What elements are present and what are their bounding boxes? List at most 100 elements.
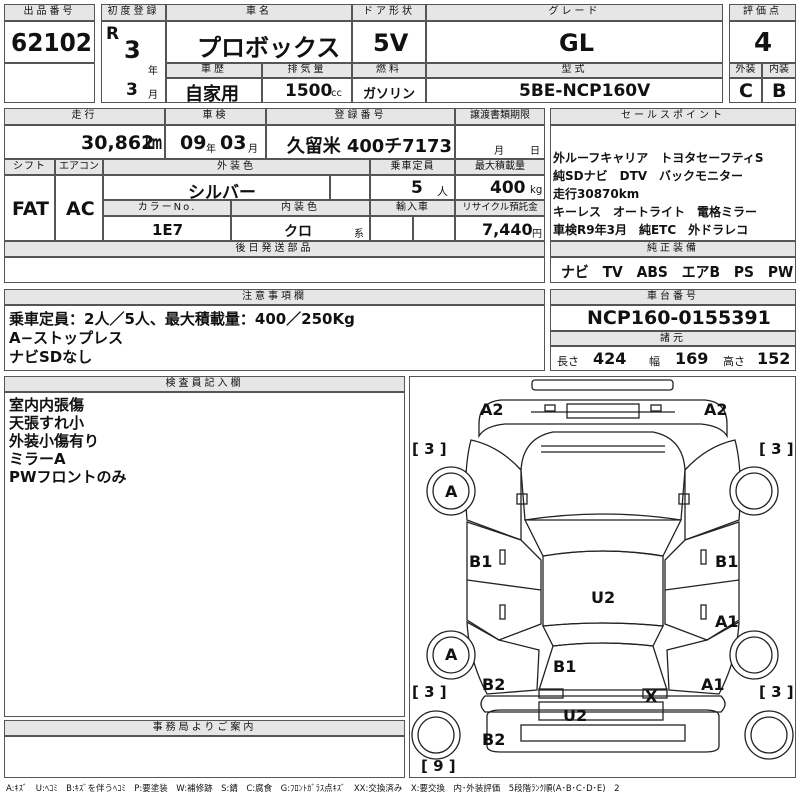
reg-no-cell: 久留米 400チ7173 xyxy=(266,125,455,159)
fuel-value: ガソリン xyxy=(363,87,416,102)
first-reg-era: R xyxy=(106,24,120,44)
sales-point-header: セールスポイント xyxy=(550,108,796,125)
shift-cell: FAT xyxy=(4,175,55,241)
first-reg-month: 3 xyxy=(126,80,138,100)
width-label: 幅 xyxy=(649,355,660,368)
ext-color-value: シルバー xyxy=(188,183,256,203)
damage-legend: A:ｷｽﾞ U:ﾍｺﾐ B:ｷｽﾞを伴うﾍｺﾐ P:要塗装 W:補修跡 S:錆 … xyxy=(6,784,620,794)
first-reg-cell: R 3 年 3 月 xyxy=(101,21,166,103)
exterior-header: 外装 xyxy=(729,63,762,78)
max-load-cell: 400 kg xyxy=(455,175,545,200)
length-value: 424 xyxy=(593,349,627,368)
history-header: 車歴 xyxy=(166,63,262,78)
inspector-box: 室内内張傷 天張すれ小 外装小傷有り ミラーA PWフロントのみ xyxy=(4,392,405,717)
car-name-cell: プロボックス xyxy=(166,21,352,63)
lot-no-value: 62102 xyxy=(11,28,92,57)
interior-grade-cell: B xyxy=(762,78,796,103)
length-label: 長さ xyxy=(557,355,579,368)
capacity-unit: 人 xyxy=(437,185,448,198)
grade-header: グレード xyxy=(426,4,723,21)
score-cell: 4 xyxy=(729,21,796,63)
reg-no-header: 登録番号 xyxy=(266,108,455,125)
first-reg-month-unit: 月 xyxy=(148,90,158,101)
caution-line: A−ストップレス xyxy=(9,329,124,347)
grade-cell: GL xyxy=(426,21,723,63)
transfer-month-unit: 月 xyxy=(494,146,504,157)
genuine-cell: ナビ TV ABS エアB PS PW xyxy=(550,257,796,283)
import-header: 輸入車 xyxy=(370,200,455,216)
color-no-value: 1E7 xyxy=(152,221,184,239)
int-color-value: クロ xyxy=(284,224,312,240)
displacement-unit: cc xyxy=(331,88,342,99)
history-value: 自家用 xyxy=(185,84,239,105)
genuine-value: ナビ TV ABS エアB PS PW xyxy=(561,263,794,281)
chassis-value: NCP160-0155391 xyxy=(587,307,771,329)
score-header: 評価点 xyxy=(729,4,796,21)
width-value: 169 xyxy=(675,349,709,368)
inspection-header: 車検 xyxy=(165,108,266,125)
recycle-cell: 7,440 円 xyxy=(455,216,545,241)
max-load-unit: kg xyxy=(530,183,543,196)
mark-a2-right: A2 xyxy=(704,400,728,419)
int-color-header: 内装色 xyxy=(231,200,370,216)
mark-a2-left: A2 xyxy=(480,400,504,419)
inspector-line: ミラーA xyxy=(9,450,66,468)
later-parts-header: 後日発送部品 xyxy=(4,241,545,257)
mileage-header: 走行 xyxy=(4,108,165,125)
grade-value: GL xyxy=(559,29,594,57)
first-reg-header: 初度登録 xyxy=(101,4,166,21)
displacement-header: 排気量 xyxy=(262,63,352,78)
mileage-value: 30,862 xyxy=(81,132,155,154)
mark-a-rear: A xyxy=(445,645,458,664)
sales-point-line: キーレス オートライト 電格ミラー xyxy=(553,205,758,219)
door-header: ドア形状 xyxy=(352,4,426,21)
recycle-unit: 円 xyxy=(532,229,542,240)
inspection-year: 09 xyxy=(180,132,207,154)
inspection-year-unit: 年 xyxy=(206,144,216,155)
ext-color-blank xyxy=(330,175,370,200)
score-value: 4 xyxy=(754,28,773,58)
sales-point-line: 車検R9年3月 純ETC 外ドラレコ xyxy=(553,223,749,237)
interior-header: 内装 xyxy=(762,63,796,78)
displacement-cell: 1500 cc xyxy=(262,78,352,103)
mileage-unit: km xyxy=(145,132,163,154)
chassis-header: 車台番号 xyxy=(550,289,796,305)
lot-no-blank-cell xyxy=(4,63,95,103)
sales-point-line: 走行30870km xyxy=(553,187,640,201)
mark-bracket-3-bl: [ 3 ] xyxy=(412,683,447,701)
max-load-header: 最大積載量 xyxy=(455,159,545,175)
ext-color-header: 外装色 xyxy=(103,159,370,175)
sales-point-line: 外ルーフキャリア トヨタセーフティS xyxy=(553,151,764,165)
office-header: 事務局よりご案内 xyxy=(4,720,405,736)
exterior-grade-value: C xyxy=(739,80,753,102)
displacement-value: 1500 xyxy=(285,81,333,101)
damage-diagram: A2 A2 [ 3 ] [ 3 ] A B1 B1 U2 A1 A B1 [ 3… xyxy=(409,376,796,778)
color-no-cell: 1E7 xyxy=(103,216,231,241)
mark-u2-roof: U2 xyxy=(591,588,615,607)
mark-a1-right: A1 xyxy=(715,612,739,631)
door-value: 5V xyxy=(373,29,409,57)
interior-grade-value: B xyxy=(772,80,787,102)
import-cell-a xyxy=(370,216,413,241)
mark-bracket-3-br: [ 3 ] xyxy=(759,683,794,701)
mark-u2-bottom: U2 xyxy=(563,706,587,725)
recycle-header: リサイクル預託金 xyxy=(455,200,545,216)
capacity-cell: 5 人 xyxy=(370,175,455,200)
car-name-header: 車名 xyxy=(166,4,352,21)
caution-header: 注意事項欄 xyxy=(4,289,545,305)
sales-point-line: 純SDナビ DTV バックモニター xyxy=(553,169,744,183)
exterior-grade-cell: C xyxy=(729,78,762,103)
genuine-header: 純正装備 xyxy=(550,241,796,257)
mileage-cell: 30,862 km xyxy=(4,125,165,159)
capacity-header: 乗車定員 xyxy=(370,159,455,175)
capacity-value: 5 xyxy=(411,178,423,198)
chassis-cell: NCP160-0155391 xyxy=(550,305,796,331)
inspector-line: 天張すれ小 xyxy=(9,414,85,432)
import-cell-b xyxy=(413,216,455,241)
fuel-cell: ガソリン xyxy=(352,78,426,103)
shift-header: シフト xyxy=(4,159,55,175)
inspection-cell: 09 年 03 月 xyxy=(165,125,266,159)
aircon-header: エアコン xyxy=(55,159,103,175)
inspector-line: 室内内張傷 xyxy=(9,396,85,414)
mark-x-rear: X xyxy=(645,687,658,706)
